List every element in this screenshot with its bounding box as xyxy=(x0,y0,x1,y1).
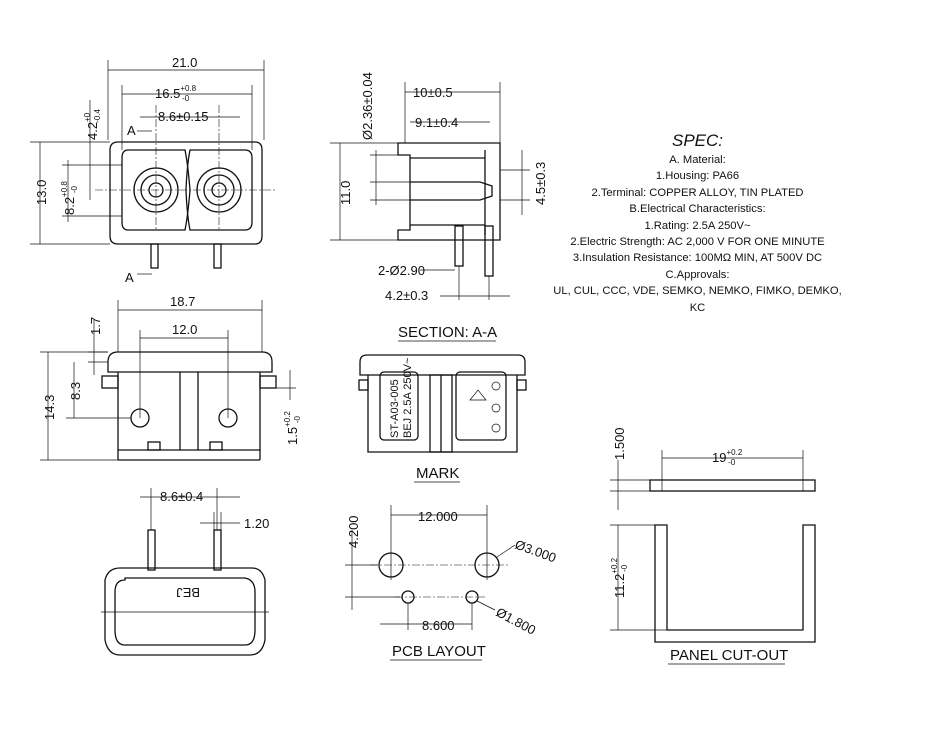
dim-top: 4.2+0-0.4 xyxy=(83,108,102,140)
dim-42: 4.2±0.3 xyxy=(385,288,428,303)
approval-icon xyxy=(491,423,501,433)
spec-line: 1.Housing: PA66 xyxy=(655,170,740,183)
dim-dia-1-8: Ø1.800 xyxy=(494,604,539,637)
approval-triangle-icon xyxy=(469,389,487,401)
dim-width: 21.0 xyxy=(172,55,197,70)
spec-line: 2.Electric Strength: AC 2,000 V FOR ONE … xyxy=(570,236,825,249)
mark-title: MARK xyxy=(416,465,459,482)
dim-1-20: 1.20 xyxy=(244,516,269,531)
dim-11-2: 11.2+0.2-0 xyxy=(610,557,629,598)
dim-1-5: 1.5+0.2-0 xyxy=(283,411,302,445)
dim-9: 9.1±0.4 xyxy=(415,115,458,130)
section-mark-top: A xyxy=(127,123,136,138)
spec-block: SPEC: A. Material: 1.Housing: PA66 2.Ter… xyxy=(545,130,850,316)
spec-line: C.Approvals: xyxy=(665,268,730,281)
spec-title: SPEC: xyxy=(671,131,724,150)
dim-19: 19+0.2-0 xyxy=(712,448,743,467)
section-title: SECTION: A-A xyxy=(398,324,497,341)
side-view: 18.7 12.0 1.7 14.3 8.3 1.5+0.2-0 xyxy=(40,294,302,461)
panel-cutout: 19+0.2-0 1.500 11.2+0.2-0 PANEL CUT-OUT xyxy=(610,427,816,665)
spec-line: B.Electrical Characteristics: xyxy=(629,203,766,216)
pcb-title: PCB LAYOUT xyxy=(392,643,486,660)
section-view: 10±0.5 9.1±0.4 Ø2.36±0.04 11.0 4.5±0.3 2… xyxy=(330,72,548,342)
dim-height: 13.0 xyxy=(34,180,49,205)
mark-model: ST-A03-005 xyxy=(389,379,401,438)
dim-dia-3: Ø3.000 xyxy=(513,537,558,566)
approval-icon xyxy=(491,381,501,391)
dim-8-6: 8.6±0.4 xyxy=(160,489,203,504)
bottom-view: BEJ 8.6±0.4 1.20 xyxy=(101,488,269,656)
dim-14-3: 14.3 xyxy=(42,395,57,420)
dim-opening: 16.5+0.8-0 xyxy=(155,84,197,103)
dim-8-600: 8.600 xyxy=(422,618,455,633)
spec-line: 3.Insulation Resistance: 100MΩ MIN, AT 5… xyxy=(572,252,823,265)
approval-icon xyxy=(491,403,501,413)
dim-18-7: 18.7 xyxy=(170,294,195,309)
dim-inner: 8.2+0.8-0 xyxy=(60,181,79,215)
dim-12-0: 12.0 xyxy=(172,322,197,337)
spec-line: 1.Rating: 2.5A 250V~ xyxy=(644,219,751,232)
spec-line: 2.Terminal: COPPER ALLOY, TIN PLATED xyxy=(591,186,804,199)
front-view: 21.0 16.5+0.8-0 8.6±0.15 A A 13.0 8.2+0.… xyxy=(30,55,275,285)
dim-pitch: 8.6±0.15 xyxy=(158,109,209,124)
mark-rating: BEJ 2.5A 250V~ xyxy=(402,358,414,438)
dim-10: 10±0.5 xyxy=(413,85,453,100)
dim-45: 4.5±0.3 xyxy=(533,162,548,205)
panel-title: PANEL CUT-OUT xyxy=(670,647,788,664)
dim-1-7: 1.7 xyxy=(88,317,103,335)
spec-line: A. Material: xyxy=(669,154,726,166)
mark-view: ST-A03-005 BEJ 2.5A 250V~ MARK xyxy=(358,354,527,483)
dim-dia: Ø2.36±0.04 xyxy=(360,72,375,140)
dim-1-500: 1.500 xyxy=(612,427,627,460)
dim-12-000: 12.000 xyxy=(418,509,458,524)
brand-label: BEJ xyxy=(176,585,200,600)
section-mark-bottom: A xyxy=(125,270,134,285)
dim-11: 11.0 xyxy=(338,181,353,205)
spec-line: UL, CUL, CCC, VDE, SEMKO, NEMKO, FIMKO, … xyxy=(553,285,842,314)
dim-4-200: 4.200 xyxy=(346,515,361,548)
dim-8-3: 8.3 xyxy=(68,382,83,400)
dim-pins: 2-Ø2.90 xyxy=(378,263,425,278)
pcb-layout: 12.000 4.200 Ø3.000 8.600 Ø1.800 PCB LAY… xyxy=(345,505,558,661)
